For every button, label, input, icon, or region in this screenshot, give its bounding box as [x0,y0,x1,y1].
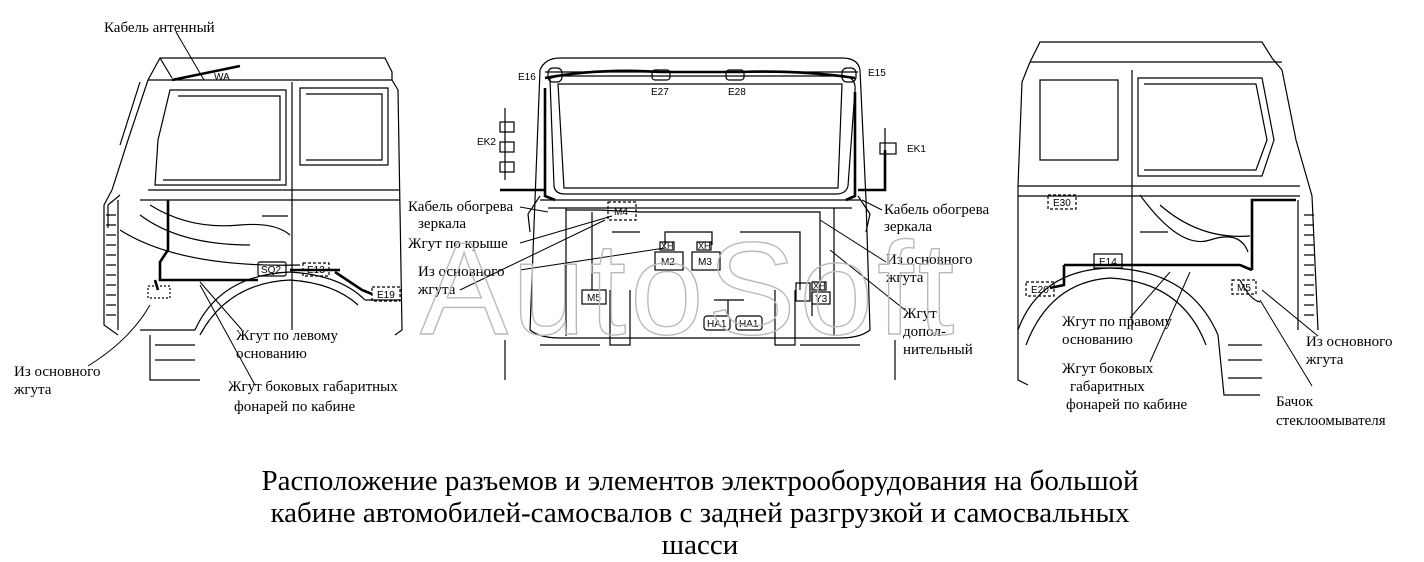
leader-main-center-right [819,219,887,263]
label-additional-2: допол- [903,324,946,340]
xh-a-label: XH [661,241,674,251]
label-from-main-right-2: жгута [1305,352,1344,368]
label-mirror-heat-right-2: зеркала [884,219,932,235]
label-from-main-center-right-1: Из основного [886,252,972,268]
label-mirror-heat-left-2: зеркала [418,216,466,232]
m5-right-label: M5 [1237,283,1251,294]
label-additional-3: нительный [903,342,973,358]
y3-label: Y3 [815,294,828,305]
label-from-main-left-1: Из основного [14,364,100,380]
pump-m2: XH M2 [654,241,684,271]
lamp-e16: E16 [518,67,563,83]
caption-line-1: Расположение разъемов и элементов электр… [261,465,1138,497]
label-left-base-2: основанию [236,346,307,362]
label-from-main-center-right-2: жгута [885,270,924,286]
m4-label: M4 [614,207,628,218]
e16-label: E16 [518,72,536,83]
e27-label: E27 [651,87,669,98]
sq2-label: SQ2 [261,265,281,276]
e14-label: E14 [1099,257,1117,268]
caption-line-3: шасси [662,529,738,561]
leader-main-center-1 [519,247,666,271]
label-roof-harness: Жгут по крыше [408,236,508,252]
left-cab-side-view [103,57,403,381]
heater-ek2: EK2 [477,108,515,180]
connector-e14: E14 [1093,253,1123,269]
connector-e19: E19 [371,286,401,302]
caption-line-2: кабине автомобилей-самосвалов с задней р… [270,497,1130,529]
motor-m5-center: M5 [581,289,607,305]
label-mirror-heat-right-1: Кабель обогрева [884,202,989,218]
label-mirror-heat-left-1: Кабель обогрева [408,199,513,215]
label-washer-tank-2: стеклоомывателя [1276,413,1386,429]
leader-antenna [175,31,205,81]
label-left-base-1: Жгут по левому [236,328,339,344]
leader-washer-tank [1259,299,1313,387]
connector-e20: E20 [1025,281,1055,297]
label-side-marker-right-1: Жгут боковых [1062,361,1154,377]
motor-m5-right: M5 [1231,279,1257,295]
lamp-e28: E28 [725,69,746,98]
antenna-wa: WA [171,64,241,83]
e13-label: E13 [307,265,325,276]
pump-m3: XH M3 [691,241,721,271]
ha1-a-label: HA1 [707,319,727,330]
e30-label: E30 [1053,198,1071,209]
e20-label: E20 [1031,285,1049,296]
leader-side-marker-right [1149,271,1191,363]
label-side-marker-right-2: габаритных [1070,379,1145,395]
label-side-marker-left-2: фонарей по кабине [234,399,356,415]
label-right-base-2: основанию [1062,332,1133,348]
leader-left-base [199,281,243,331]
leader-main-center-2 [459,219,606,291]
ek2-label: EK2 [477,137,496,148]
leader-right-base [1129,271,1171,319]
label-from-main-left-2: жгута [13,382,52,398]
e19-label: E19 [377,290,395,301]
ek1-label: EK1 [907,144,926,155]
leader-additional [829,249,906,311]
label-from-main-right-1: Из основного [1306,334,1392,350]
leader-main-right [1261,289,1319,337]
leader-roof-harness [519,215,613,244]
label-cable-antenna: Кабель антенный [104,20,215,36]
connector-m4: M4 [607,201,637,221]
leader-mirror-right [861,199,883,211]
right-cab-side-view [1017,41,1319,396]
xh-c-label: XH [813,281,826,291]
connector-e30: E30 [1047,194,1077,210]
m3-label: M3 [698,257,712,268]
horn-ha1-b: HA1 [735,315,763,331]
label-side-marker-right-3: фонарей по кабине [1066,397,1188,413]
label-side-marker-left-1: Жгут боковых габаритных [228,379,398,395]
leader-mirror-left [519,206,549,213]
connector-sq2: SQ2 [257,261,287,277]
m2-label: M2 [661,257,675,268]
valve-y3: XH Y3 [795,281,831,305]
lamp-e27: E27 [651,69,671,98]
horn-ha1-a: HA1 [703,315,731,331]
leader-main-left [87,304,151,367]
watermark: AutoSoft [420,215,958,362]
wa-label: WA [214,72,230,83]
ha1-b-label: HA1 [739,319,759,330]
m5-center-label: M5 [587,293,601,304]
label-from-main-center-1: Из основного [418,264,504,280]
leader-side-marker-left [199,284,256,386]
connector-front-left [147,285,171,299]
heater-ek1: EK1 [879,128,926,170]
label-from-main-center-2: жгута [417,282,456,298]
xh-b-label: XH [698,241,711,251]
label-right-base-1: Жгут по правому [1062,314,1173,330]
e15-label: E15 [868,68,886,79]
label-washer-tank-1: Бачок [1276,394,1314,410]
label-additional-1: Жгут [903,306,937,322]
connector-e13: E13 [302,262,330,277]
lamp-e15: E15 [841,67,886,83]
e28-label: E28 [728,87,746,98]
